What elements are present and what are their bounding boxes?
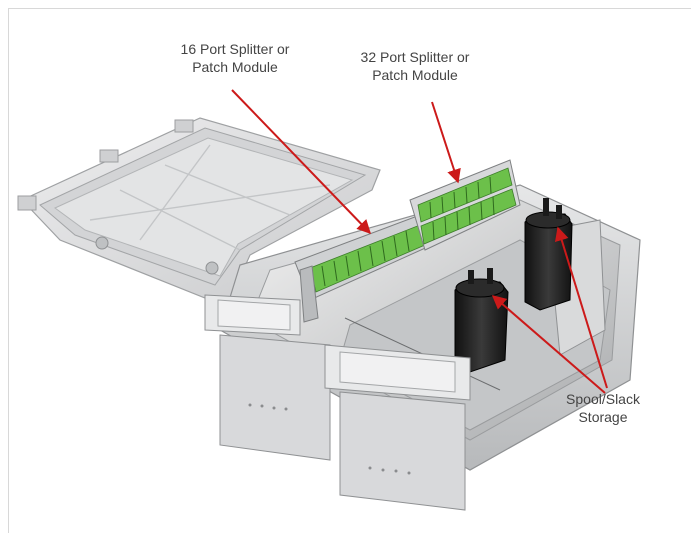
patch-module-16	[294, 214, 433, 323]
callout-32-port-splitter: 32 Port Splitter or Patch Module	[330, 48, 500, 84]
spool-left	[454, 268, 509, 373]
arrow-to-spool-left	[491, 295, 606, 394]
cable-entry-box-right	[324, 344, 471, 511]
callout-16-line1: 16 Port Splitter or	[180, 41, 290, 57]
callout-spool-line1: Spool/Slack	[566, 391, 640, 407]
callout-32-line1: 32 Port Splitter or	[360, 49, 470, 65]
image-frame	[8, 8, 691, 533]
adapters-16	[321, 230, 410, 287]
lid	[17, 117, 381, 301]
patch-module-32	[409, 159, 521, 251]
cable-entry-box-left	[204, 294, 331, 461]
callout-16-line2: Patch Module	[192, 59, 278, 75]
arrow-to-patch-module-16	[231, 89, 371, 235]
callout-arrows	[231, 89, 608, 394]
arrow-to-patch-module-32	[431, 101, 461, 184]
callout-spool-line2: Storage	[578, 409, 628, 425]
arrow-to-spool-right	[554, 226, 608, 389]
callout-16-port-splitter: 16 Port Splitter or Patch Module	[150, 40, 320, 76]
callout-spool-slack-storage: Spool/Slack Storage	[548, 390, 658, 426]
lid-ribs	[89, 144, 331, 251]
adapters-32	[429, 176, 495, 241]
callout-32-line2: Patch Module	[372, 67, 458, 83]
